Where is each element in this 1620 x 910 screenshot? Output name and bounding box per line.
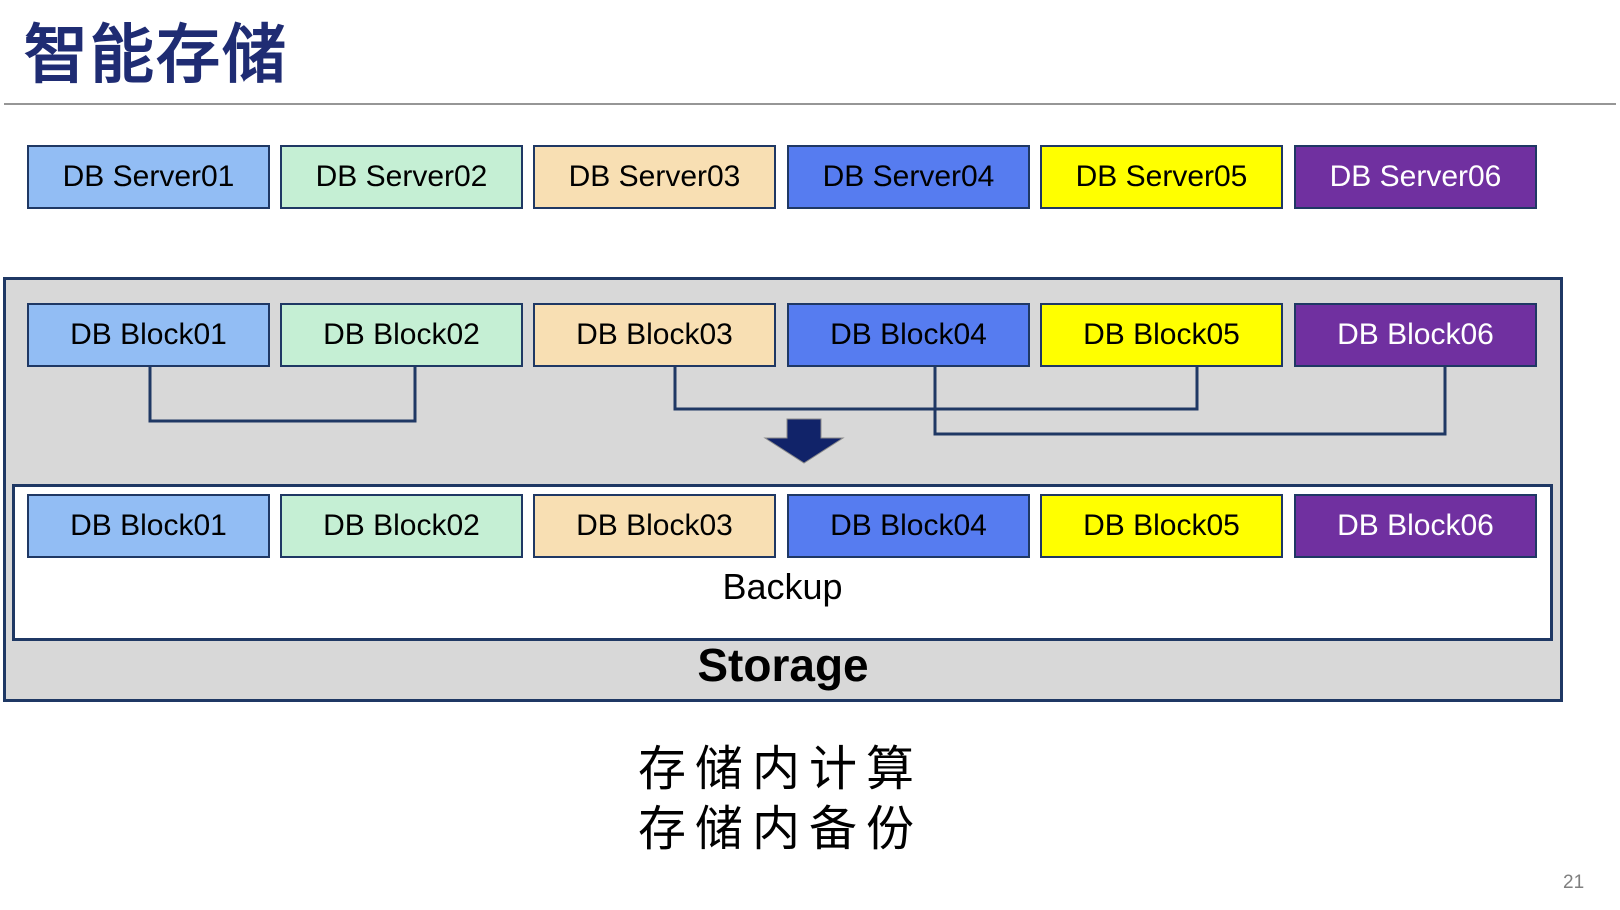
title-divider (4, 103, 1616, 105)
db-block-box: DB Block03 (533, 303, 776, 367)
db-block-box: DB Block02 (280, 494, 523, 558)
db-server-box: DB Server02 (280, 145, 523, 209)
page-number: 21 (1563, 872, 1585, 893)
storage-label: Storage (697, 639, 869, 691)
caption-text: 存储内计算 存储内备份 (638, 740, 923, 860)
db-block-box: DB Block04 (787, 303, 1030, 367)
db-server-box: DB Server04 (787, 145, 1030, 209)
backup-label: Backup (722, 566, 843, 607)
db-block-box: DB Block03 (533, 494, 776, 558)
caption-line: 存储内备份 (638, 803, 924, 856)
caption-line: 存储内计算 (638, 743, 924, 796)
page-title: 智能存储 (24, 19, 288, 91)
db-server-box: DB Server01 (27, 145, 270, 209)
db-block-box: DB Block02 (280, 303, 523, 367)
db-block-box: DB Block05 (1040, 494, 1283, 558)
db-block-box: DB Block06 (1294, 494, 1537, 558)
db-block-box: DB Block06 (1294, 303, 1537, 367)
db-block-box: DB Block01 (27, 303, 270, 367)
db-block-box: DB Block05 (1040, 303, 1283, 367)
db-server-box: DB Server03 (533, 145, 776, 209)
db-server-box: DB Server06 (1294, 145, 1537, 209)
db-server-box: DB Server05 (1040, 145, 1283, 209)
db-block-box: DB Block04 (787, 494, 1030, 558)
db-block-box: DB Block01 (27, 494, 270, 558)
